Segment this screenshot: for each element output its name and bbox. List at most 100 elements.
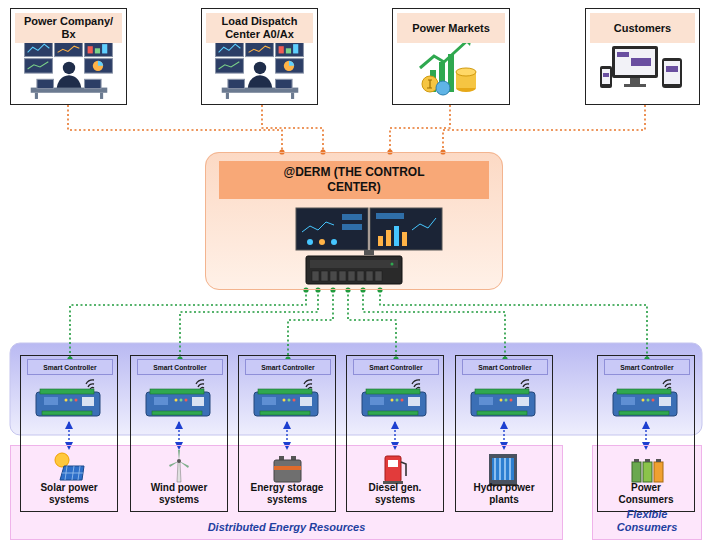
connector-dot (303, 287, 308, 292)
smart-controller-box: Smart Controller (604, 359, 690, 375)
customer-devices-part (662, 58, 682, 88)
resource-column: Power Consumers Smart Controller (597, 355, 695, 512)
controller-label: Smart Controller (354, 360, 438, 376)
consumer-battery-icon-part (645, 459, 650, 462)
market-illustration-part (427, 80, 432, 88)
smart-controller-box: Smart Controller (462, 359, 548, 375)
dotted-connector (70, 290, 306, 359)
solar-icon (55, 453, 84, 480)
box-label: Load Dispatch Center A0/Ax (206, 13, 313, 43)
control-center-illustration-part (342, 224, 362, 230)
flex-band-fill (592, 445, 702, 540)
market-illustration-part (456, 68, 476, 76)
dotted-connector (380, 290, 647, 359)
consumer-battery-icon (632, 459, 663, 482)
drive-bay (330, 271, 337, 281)
der-band-fill (10, 445, 563, 540)
hydro-icon (487, 454, 519, 486)
customer-devices-part (666, 66, 678, 72)
controller-band (10, 343, 702, 435)
control-center-illustration-part (394, 226, 399, 246)
box-label: @DERM (THE CONTROL CENTER) (219, 161, 489, 199)
band-label: Flexible Consumers (593, 508, 701, 534)
resource-column: Wind power systemsSmart Controller (130, 355, 228, 512)
customer-devices-part (615, 49, 655, 75)
smart-controller-box: Smart Controller (27, 359, 113, 375)
control-center-illustration-part (412, 218, 436, 230)
consumer-battery-icon-part (654, 462, 663, 482)
controller-label: Smart Controller (463, 360, 547, 376)
battery-icon (274, 456, 301, 482)
dotted-connector (363, 290, 505, 359)
market-illustration-part (420, 40, 468, 68)
box-label: Power Consumers (598, 482, 694, 506)
region-fills (10, 152, 702, 540)
controller-label: Smart Controller (28, 360, 112, 376)
party-box: Power Markets (392, 8, 510, 105)
connector-dot (330, 287, 335, 292)
customer-devices-part (631, 58, 651, 66)
smart-controller-box: Smart Controller (137, 359, 223, 375)
control-center-illustration-part (370, 208, 442, 250)
battery-icon-part (274, 466, 301, 470)
smart-controller-device (362, 380, 426, 416)
market-illustration (420, 36, 476, 95)
smart-controller-box: Smart Controller (245, 359, 331, 375)
drive-bay (348, 271, 355, 281)
fuel-pump-icon-part (388, 460, 398, 467)
connector-dot (345, 287, 350, 292)
box-label: Hydro power plants (456, 482, 552, 506)
control-center-illustration-part (310, 260, 398, 268)
party-box: Power Company/ Bx (10, 8, 127, 105)
control-center-illustration-part (307, 239, 313, 245)
box-label: Power Company/ Bx (15, 13, 122, 43)
control-center-illustration-part (331, 239, 337, 245)
control-center-illustration-part (306, 256, 402, 284)
dotted-connector (68, 105, 282, 152)
smart-controller-device (254, 380, 318, 416)
fuel-pump-icon (383, 456, 406, 484)
resource-column: Hydro power plants Smart Controller (455, 355, 553, 512)
box-label: Power Markets (397, 13, 505, 43)
control-center-illustration-part (378, 236, 383, 246)
connector-dot (315, 287, 320, 292)
box-label: Customers (590, 13, 695, 43)
controller-label: Smart Controller (605, 360, 689, 376)
server-bays (312, 271, 382, 281)
customer-devices-part (617, 52, 629, 57)
market-illustration-part (436, 81, 450, 95)
controller-label: Smart Controller (138, 360, 222, 376)
controller-label: Smart Controller (246, 360, 330, 376)
solar-icon-part (62, 466, 83, 480)
hydro-icon-part (489, 454, 517, 484)
customer-devices-part (624, 84, 646, 87)
smart-controller-device (613, 380, 677, 416)
dotted-connector (180, 290, 318, 359)
dotted-connector (288, 290, 333, 359)
control-center-box: @DERM (THE CONTROL CENTER) (205, 152, 503, 290)
control-center-illustration-part (376, 213, 404, 219)
control-center-illustration-part (386, 230, 391, 246)
wind-icon (169, 450, 189, 482)
control-center-illustration-part (402, 232, 407, 246)
solar-icon-part (55, 453, 69, 467)
control-center-illustration-part (296, 208, 368, 250)
battery-icon-part (279, 456, 284, 460)
hydro-icon-part (495, 458, 510, 480)
energy-icons (55, 450, 663, 486)
drive-bay (375, 271, 382, 281)
dotted-connector (443, 105, 645, 152)
customer-devices-part (664, 61, 680, 84)
solar-icon-part (60, 466, 84, 480)
market-illustration-part (422, 76, 438, 92)
wind-icon-part (177, 462, 181, 482)
customer-devices (600, 46, 682, 88)
smart-controller-device (146, 380, 210, 416)
resource-column: Diesel gen. systemsSmart Controller (346, 355, 444, 512)
drive-bay (312, 271, 319, 281)
band-label: Distributed Energy Resources (11, 521, 562, 534)
drive-bay (321, 271, 328, 281)
